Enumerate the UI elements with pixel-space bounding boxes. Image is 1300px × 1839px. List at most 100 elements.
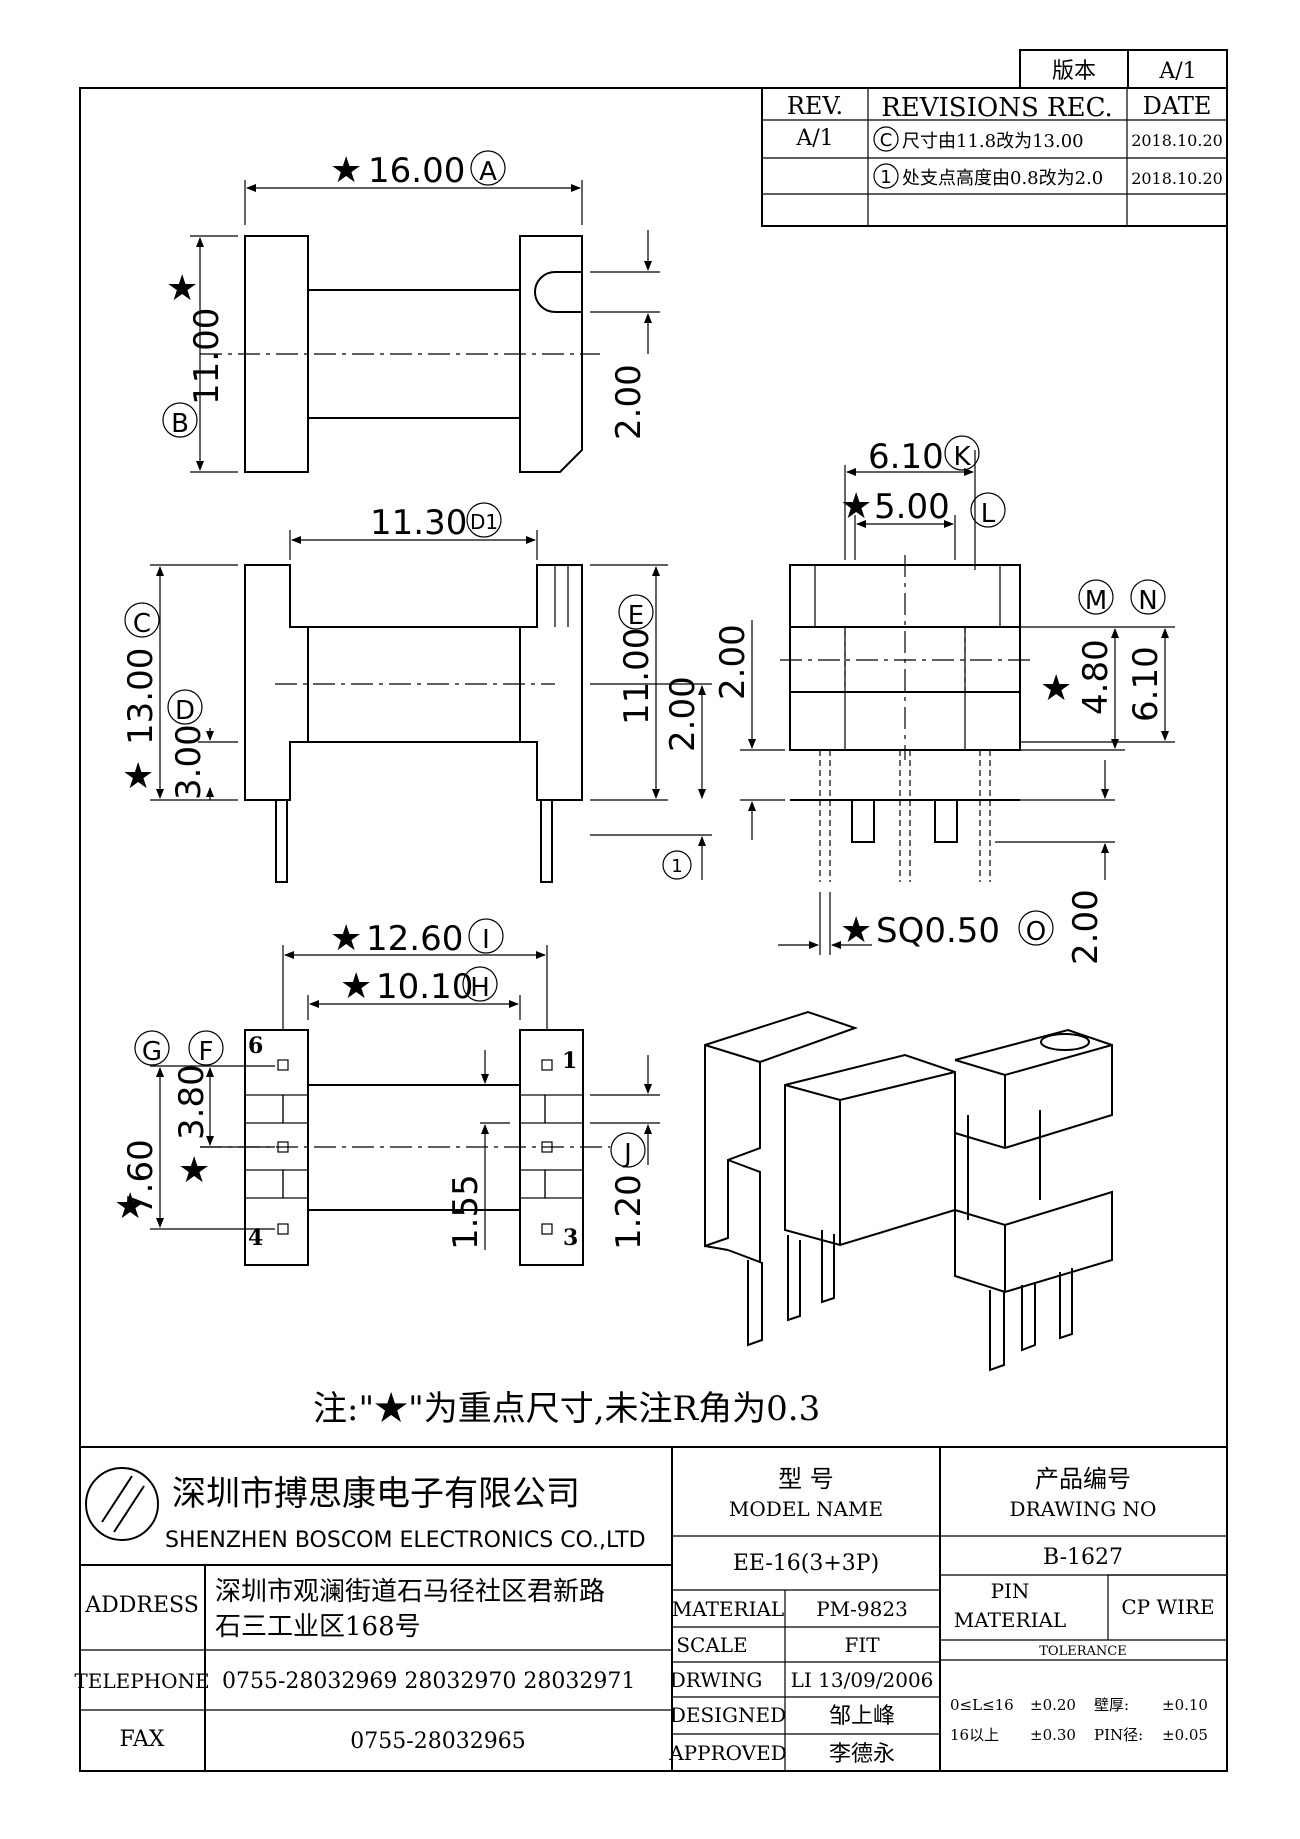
dim-side-pin-len: 2.00	[1066, 889, 1106, 965]
dim-l-value: 5.00	[874, 487, 950, 527]
dim-front-pin-base: 2.00	[663, 676, 703, 752]
tag-f-circle	[188, 1030, 224, 1066]
tag-e-label: E	[628, 601, 644, 631]
tag-b-label: B	[171, 409, 189, 439]
rev-row-2-mark: 1	[880, 167, 891, 188]
dim-star-icon: ★	[840, 910, 872, 951]
material-label: MATERIAL	[672, 1597, 784, 1621]
scale-label: SCALE	[676, 1633, 747, 1657]
pin-number-3: 3	[563, 1225, 578, 1251]
dim-k-value: 6.10	[868, 437, 944, 477]
dim-d1-value: 11.30	[370, 503, 467, 543]
rev-row-1-text: 尺寸由11.8改为13.00	[902, 131, 1084, 152]
dim-star-icon: ★	[114, 1186, 146, 1227]
drawing-label-cn: 产品编号	[1035, 1465, 1131, 1493]
bottom-view: 6 1 4 3 ★ 12.60 I ★ 10.10 H G F 7.60 3.8…	[114, 918, 660, 1266]
pin-number-1: 1	[562, 1048, 577, 1074]
tag-a-label: A	[479, 157, 497, 187]
tag-c-label: C	[133, 609, 151, 639]
version-value: A/1	[1158, 59, 1196, 84]
tolerance-value-1: ±0.20	[1030, 1696, 1076, 1714]
tag-e-circle	[618, 594, 654, 630]
pin-diameter-value: ±0.05	[1162, 1726, 1208, 1744]
tag-h-circle	[462, 966, 498, 1002]
tag-m-label: M	[1085, 586, 1107, 616]
tag-l-label: L	[981, 499, 996, 529]
approved-value: 李德永	[829, 1742, 895, 1767]
wall-thickness-label: 壁厚:	[1094, 1696, 1129, 1714]
scale-value: FIT	[844, 1633, 880, 1657]
tag-n-label: N	[1138, 586, 1157, 616]
telephone-value: 0755-28032969 28032970 28032971	[222, 1669, 635, 1694]
wall-thickness-value: ±0.10	[1162, 1696, 1208, 1714]
tag-i-circle	[468, 918, 504, 954]
front-view: 11.30 D1 13.00 C ★ 3.00 D 11.00 E 2.00 1	[121, 502, 712, 883]
dim-d-value: 3.00	[169, 724, 209, 800]
tag-b-circle	[162, 402, 198, 438]
tag-a-circle	[470, 150, 506, 186]
dim-m-value: 4.80	[1076, 639, 1116, 715]
version-box: 版本 A/1	[1019, 49, 1228, 89]
dim-star-icon: ★	[330, 150, 362, 191]
top-view: ★ 16.00 A 11.00 ★ B 2.00	[162, 150, 660, 473]
dim-pin-sq: SQ0.50	[876, 911, 1000, 951]
tolerance-label: TOLERANCE	[1039, 1644, 1126, 1659]
isometric-view	[704, 1010, 1113, 1372]
rev-row-2-text: 处支点高度由0.8改为2.0	[902, 168, 1103, 189]
dim-side-left: 2.00	[713, 624, 753, 700]
tag-d1-label: D1	[470, 510, 498, 534]
dim-top-notch: 2.00	[609, 364, 649, 440]
dim-a-value: 16.00	[368, 151, 465, 191]
designed-label: DESIGNED	[670, 1703, 786, 1727]
dim-n-value: 6.10	[1126, 646, 1166, 722]
dim-e-value: 11.00	[617, 628, 657, 725]
pin-number-6: 6	[248, 1033, 263, 1059]
tag-i-label: I	[482, 925, 490, 955]
fax-value: 0755-28032965	[350, 1729, 525, 1754]
designed-value: 邹上峰	[829, 1704, 895, 1729]
drawing-label-en: DRAWING NO	[1010, 1497, 1157, 1521]
address-line-1: 深圳市观澜街道石马径社区君新路	[215, 1577, 605, 1607]
fax-label: FAX	[120, 1727, 165, 1752]
dim-i-value: 12.60	[366, 919, 463, 959]
side-view: 6.10 K ★ 5.00 L 2.00 4.80 6.10 ★ M N	[713, 435, 1175, 965]
pin-diameter-label: PIN径:	[1094, 1726, 1143, 1744]
date-header: DATE	[1143, 92, 1212, 120]
tolerance-value-2: ±0.30	[1030, 1726, 1076, 1744]
tag-o-label: O	[1026, 917, 1046, 947]
dim-star-icon: ★	[340, 966, 372, 1007]
tag-o-circle	[1018, 910, 1054, 946]
rev-row-1-rev: A/1	[795, 126, 833, 151]
tag-j-circle	[610, 1132, 646, 1168]
dim-star-icon: ★	[1040, 668, 1072, 709]
dim-g-value: 7.60	[121, 1139, 161, 1215]
title-block: 深圳市搏思康电子有限公司 SHENZHEN BOSCOM ELECTRONICS…	[74, 1446, 1227, 1771]
dim-star-icon: ★	[840, 486, 872, 527]
tag-j-label: J	[622, 1139, 632, 1169]
tag-d1-circle	[466, 502, 502, 538]
dim-c-value: 13.00	[121, 648, 161, 745]
model-value: EE-16(3+3P)	[733, 1551, 879, 1576]
company-name-cn: 深圳市搏思康电子有限公司	[172, 1474, 580, 1514]
dim-star-icon: ★	[122, 756, 154, 797]
pin-material-label-2: MATERIAL	[954, 1608, 1066, 1632]
dim-h-value: 10.10	[376, 967, 473, 1007]
drawing-value: B-1627	[1043, 1545, 1123, 1570]
tag-n-circle	[1130, 579, 1166, 615]
dim-star-icon: ★	[178, 1150, 210, 1191]
rev-row-2-date: 2018.10.20	[1131, 169, 1223, 188]
dim-star-icon: ★	[166, 268, 198, 309]
rev-row-1-mark: C	[880, 130, 893, 151]
tag-1-circle	[662, 850, 692, 880]
version-label: 版本	[1052, 59, 1096, 84]
address-label: ADDRESS	[84, 1593, 199, 1618]
tolerance-range-2: 16以上	[950, 1726, 999, 1744]
tag-g-label: G	[142, 1037, 162, 1067]
rev-row-1-date: 2018.10.20	[1131, 131, 1223, 150]
tag-1-label: 1	[671, 856, 682, 877]
material-value: PM-9823	[816, 1597, 908, 1621]
pin-material-value: CP WIRE	[1121, 1595, 1214, 1619]
telephone-label: TELEPHONE	[74, 1669, 209, 1693]
tag-g-circle	[134, 1030, 170, 1066]
